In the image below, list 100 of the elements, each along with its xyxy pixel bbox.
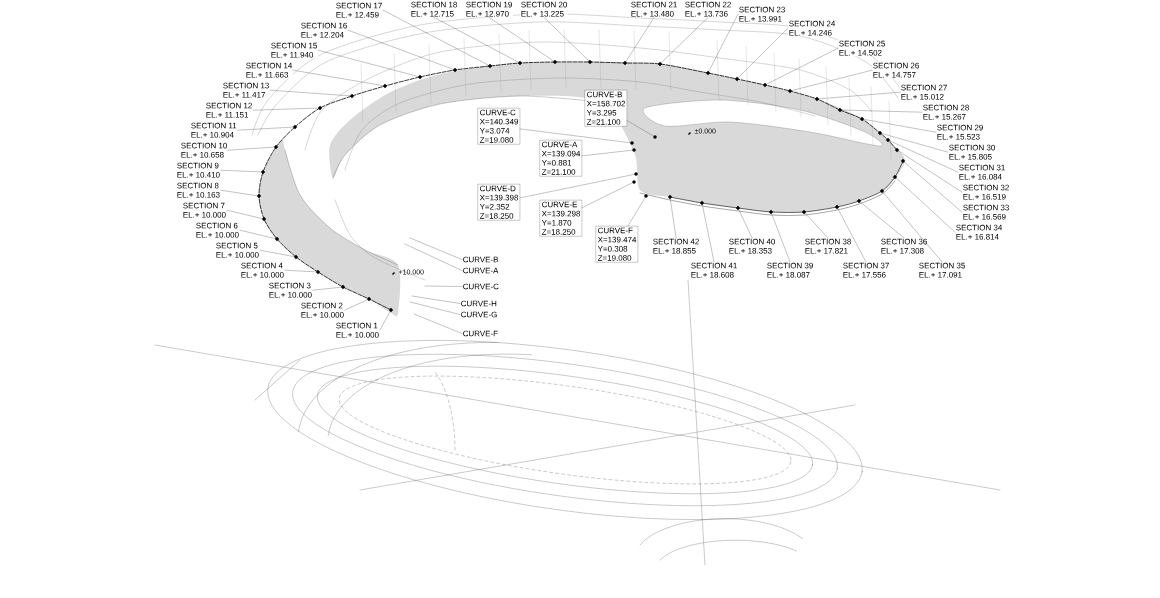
section-marker xyxy=(768,209,774,215)
section-marker xyxy=(452,67,458,73)
curve-marker xyxy=(632,148,636,152)
leader-line xyxy=(842,109,923,113)
curve-marker xyxy=(644,194,648,198)
leader-line xyxy=(409,237,463,260)
leader-line xyxy=(738,209,753,239)
section-marker xyxy=(349,93,355,99)
leader-line xyxy=(252,107,318,111)
section-marker xyxy=(487,63,493,69)
leader-line xyxy=(488,17,554,62)
leader-line xyxy=(239,230,276,239)
leader-line xyxy=(404,243,463,271)
curve-marker xyxy=(632,180,636,184)
section-marker xyxy=(274,236,280,242)
section-marker xyxy=(517,60,523,66)
section-marker xyxy=(667,194,673,200)
leader-line xyxy=(860,201,905,239)
leader-line xyxy=(284,270,316,272)
section-marker xyxy=(622,60,628,66)
leader-line xyxy=(411,295,461,304)
leader-line xyxy=(269,90,350,96)
leader-line xyxy=(292,70,384,86)
section-marker xyxy=(801,209,807,215)
leader-line xyxy=(837,208,867,263)
leader-line xyxy=(317,50,419,77)
leader-line xyxy=(805,213,829,239)
section-marker xyxy=(315,269,321,275)
section-marker xyxy=(657,61,663,67)
leader-line xyxy=(237,126,293,131)
section-marker xyxy=(837,107,843,113)
leader-line xyxy=(220,170,261,173)
leader-line xyxy=(409,301,461,315)
section-marker xyxy=(787,88,793,94)
leader-line xyxy=(766,48,839,85)
section-marker xyxy=(261,216,267,222)
leader-line xyxy=(227,147,274,151)
section-marker xyxy=(699,200,705,206)
section-marker xyxy=(834,204,840,210)
section-marker xyxy=(260,169,266,175)
section-marker xyxy=(894,147,900,153)
leader-line xyxy=(379,311,391,331)
curve-marker xyxy=(630,141,634,145)
section-marker xyxy=(735,205,741,211)
section-marker xyxy=(273,144,279,150)
leader-line xyxy=(819,92,901,99)
leader-line xyxy=(627,197,646,227)
curve-marker xyxy=(634,172,638,176)
leader-line xyxy=(791,70,873,91)
leader-line xyxy=(898,150,963,193)
section-marker xyxy=(388,307,394,313)
section-marker xyxy=(856,198,862,204)
leader-line xyxy=(220,190,258,196)
leader-line xyxy=(702,204,715,263)
section-marker xyxy=(587,59,593,65)
leader-line xyxy=(738,28,789,78)
section-marker xyxy=(879,188,885,194)
section-marker xyxy=(340,284,346,290)
section-marker xyxy=(892,174,898,180)
section-marker xyxy=(885,137,891,143)
leader-line xyxy=(519,174,635,199)
section-marker xyxy=(859,116,865,122)
section-marker xyxy=(256,193,262,199)
leader-line xyxy=(896,178,956,233)
leader-line xyxy=(625,17,655,62)
section-marker xyxy=(382,83,388,89)
section-marker xyxy=(292,124,298,130)
leader-line xyxy=(881,133,949,153)
section-marker xyxy=(814,96,820,102)
section-marker xyxy=(762,82,768,88)
leader-line xyxy=(581,182,633,208)
leader-line xyxy=(904,162,963,213)
leader-line xyxy=(771,213,791,263)
leader-line xyxy=(581,150,633,156)
leader-line xyxy=(433,17,519,63)
leader-line xyxy=(424,285,463,287)
section-marker xyxy=(877,130,883,136)
leader-line xyxy=(543,17,589,61)
leader-line xyxy=(382,10,489,66)
leader-line xyxy=(413,313,463,334)
leader-line xyxy=(347,30,454,70)
curve-marker xyxy=(653,135,657,139)
leader-line xyxy=(519,128,631,143)
section-marker xyxy=(705,70,711,76)
leader-line xyxy=(661,17,709,63)
section-marker xyxy=(900,158,906,164)
leader-line xyxy=(626,120,654,137)
leader-line xyxy=(863,119,937,133)
leader-line xyxy=(226,210,263,219)
section-marker xyxy=(293,254,299,260)
section-marker xyxy=(552,59,558,65)
leader-line xyxy=(259,250,295,257)
leader-line xyxy=(670,199,677,239)
leader-line xyxy=(344,299,368,311)
section-marker xyxy=(734,76,740,82)
leader-line xyxy=(883,192,943,263)
leader-line xyxy=(312,287,341,291)
section-marker xyxy=(417,74,423,80)
leader-line xyxy=(708,14,739,72)
section-marker xyxy=(366,296,372,302)
